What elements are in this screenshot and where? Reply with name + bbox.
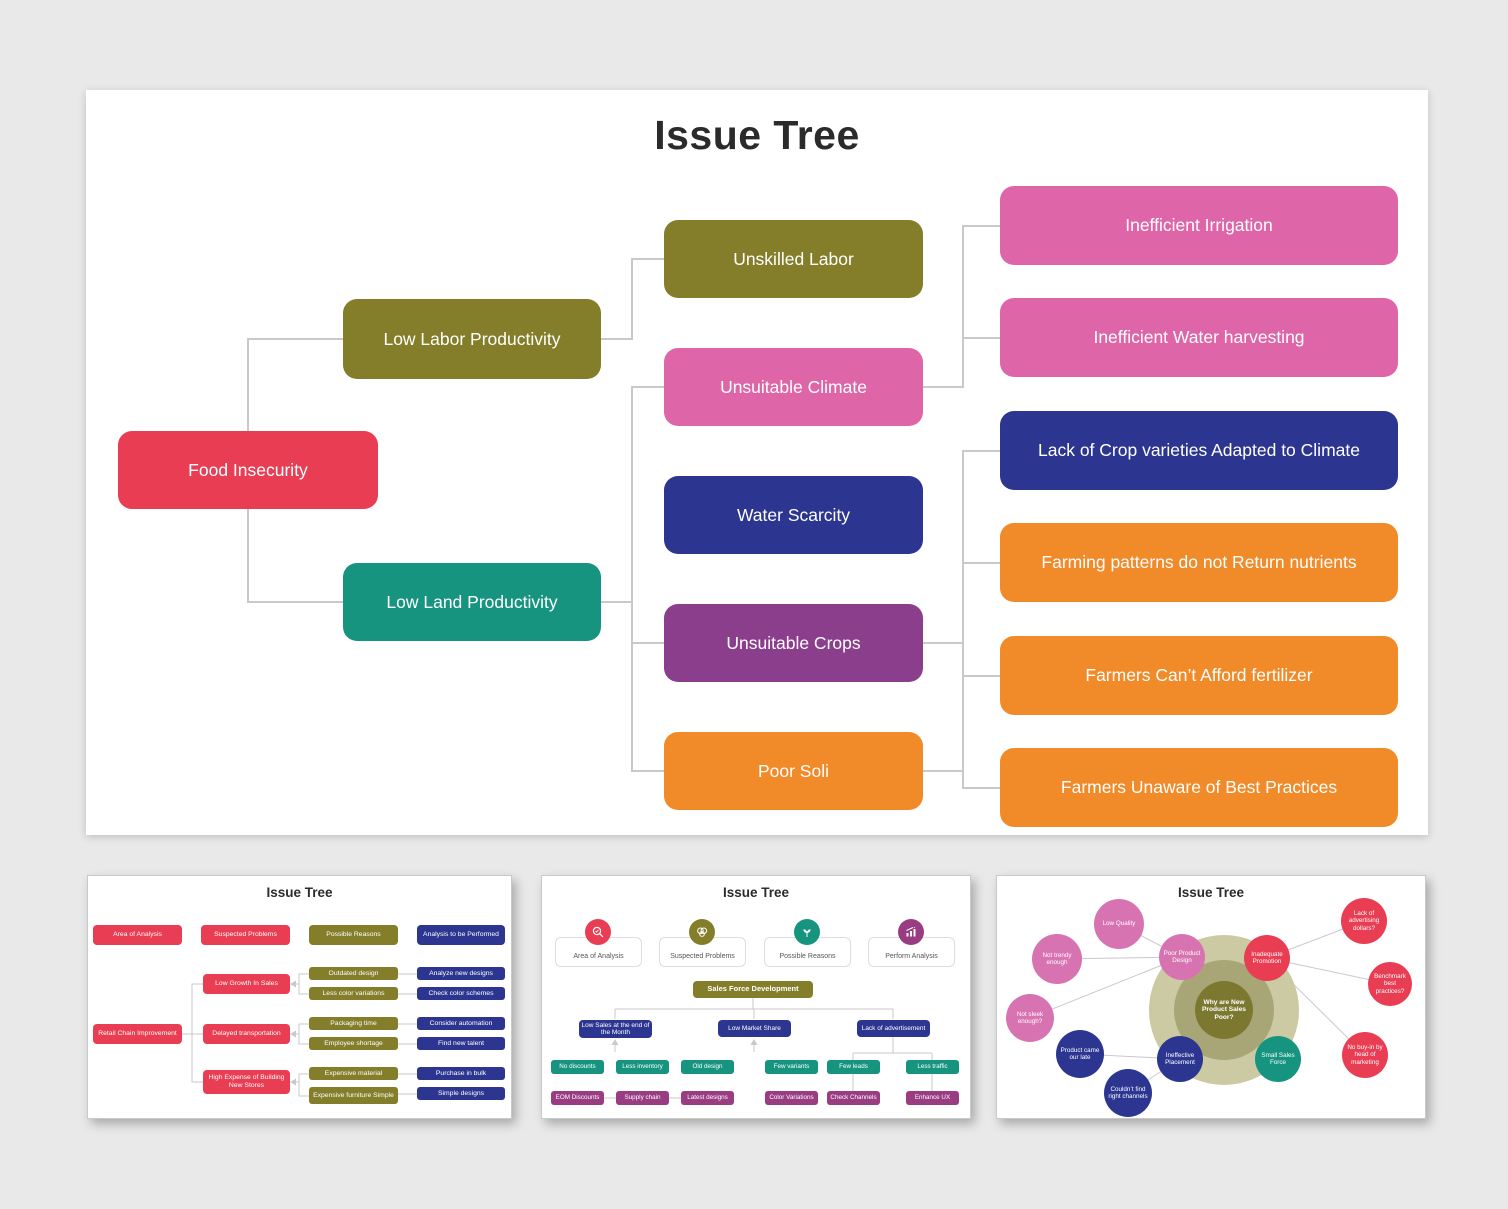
node-check-color-schemes: Check color schemes <box>417 987 505 1000</box>
node-old-design: Old design <box>681 1060 734 1074</box>
bubble-lack-of-advertising-dollars: Lack of advertising dollars? <box>1341 898 1387 944</box>
header-suspected-problems: Suspected Problems <box>201 925 290 945</box>
node-enhance-ux: Enhance UX <box>906 1091 959 1105</box>
node-farmers-unaware-best-practices: Farmers Unaware of Best Practices <box>1000 748 1398 827</box>
node-farmers-cant-afford-fertilizer: Farmers Can’t Afford fertilizer <box>1000 636 1398 715</box>
card-label: Suspected Problems <box>670 953 735 960</box>
card-label: Possible Reasons <box>779 953 836 960</box>
node-few-leads: Few leads <box>827 1060 880 1074</box>
node-eom-discounts: EOM Discounts <box>551 1091 604 1105</box>
node-expensive-furniture: Expensive furniture Simple <box>309 1087 398 1104</box>
node-find-new-talent: Find new talent <box>417 1037 505 1050</box>
thumb-title: Issue Tree <box>266 885 333 900</box>
bubble-no-buy-in-marketing: No buy-in by head of marketing <box>1342 1032 1388 1078</box>
bubble-poor-product-design: Poor Product Design <box>1159 934 1205 980</box>
node-farming-patterns: Farming patterns do not Return nutrients <box>1000 523 1398 602</box>
node-inefficient-water-harvesting: Inefficient Water harvesting <box>1000 298 1398 377</box>
node-low-sales-end-of-month: Low Sales at the end of the Month <box>579 1020 652 1038</box>
node-lack-of-advertisement: Lack of advertisement <box>857 1020 930 1037</box>
node-poor-soil: Poor Soli <box>664 732 923 810</box>
brain-icon <box>689 919 715 945</box>
bubble-benchmark-best-practices: Benchmark best practices? <box>1368 962 1412 1006</box>
node-analyze-new-designs: Analyze new designs <box>417 967 505 980</box>
node-no-discounts: No discounts <box>551 1060 604 1074</box>
main-slide: Issue Tree Food Insecurity Low Labor Pro… <box>86 90 1428 835</box>
card-perform-analysis: Perform Analysis <box>868 937 955 967</box>
thumbnail-bubble-issue-tree[interactable]: Issue Tree Why are New Product Sales Poo… <box>996 875 1426 1119</box>
thumb-title: Issue Tree <box>1177 885 1245 900</box>
node-consider-automation: Consider automation <box>417 1017 505 1030</box>
bubble-not-sleek-enough: Not sleek enough? <box>1006 994 1054 1042</box>
node-less-traffic: Less traffic <box>906 1060 959 1074</box>
header-analysis-to-be-performed: Analysis to be Performed <box>417 925 505 945</box>
bubble-low-quality: Low Quality <box>1094 899 1144 949</box>
header-possible-reasons: Possible Reasons <box>309 925 398 945</box>
node-latest-designs: Latest designs <box>681 1091 734 1105</box>
node-expensive-material: Expensive material <box>309 1067 398 1080</box>
node-water-scarcity: Water Scarcity <box>664 476 923 554</box>
node-high-expense-building: High Expense of Building New Stores <box>203 1070 290 1094</box>
node-unsuitable-crops: Unsuitable Crops <box>664 604 923 682</box>
bubble-inadequate-promotion: Inadequate Promotion <box>1244 935 1290 981</box>
plant-icon <box>794 919 820 945</box>
node-packaging-time: Packaging time <box>309 1017 398 1030</box>
thumbnail-retail-issue-tree[interactable]: Issue Tree Area of Analysis Suspected Pr… <box>87 875 512 1119</box>
node-unskilled-labor: Unskilled Labor <box>664 220 923 298</box>
bar-chart-icon <box>898 919 924 945</box>
node-few-variants: Few variants <box>765 1060 818 1074</box>
node-employee-shortage: Employee shortage <box>309 1037 398 1050</box>
node-food-insecurity: Food Insecurity <box>118 431 378 509</box>
node-inefficient-irrigation: Inefficient Irrigation <box>1000 186 1398 265</box>
node-purchase-in-bulk: Purchase in bulk <box>417 1067 505 1080</box>
magnifier-icon <box>585 919 611 945</box>
node-simple-designs: Simple designs <box>417 1087 505 1100</box>
node-less-inventory: Less inventory <box>616 1060 669 1074</box>
bubble-ineffective-placement: Ineffective Placement <box>1157 1036 1203 1082</box>
node-less-color-variations: Less color variations <box>309 987 398 1000</box>
node-retail-chain-improvement: Retail Chain Improvement <box>93 1024 182 1044</box>
node-low-growth-in-sales: Low Growth In Sales <box>203 974 290 994</box>
node-low-labor-productivity: Low Labor Productivity <box>343 299 601 379</box>
node-outdated-design: Outdated design <box>309 967 398 980</box>
bubble-product-came-late: Product came our late <box>1056 1030 1104 1078</box>
node-color-variations: Color Variations <box>765 1091 818 1105</box>
header-area-of-analysis: Area of Analysis <box>93 925 182 945</box>
node-sales-force-development: Sales Force Development <box>693 981 813 998</box>
connector-lines <box>604 998 933 1099</box>
card-label: Perform Analysis <box>885 953 938 960</box>
bubble-couldnt-find-channels: Couldn’t find right channels <box>1104 1069 1152 1117</box>
bubble-small-sales-force: Small Sales Force <box>1255 1036 1301 1082</box>
node-supply-chain: Supply chain <box>616 1091 669 1105</box>
connector-lines <box>182 973 417 1097</box>
center-question: Why are New Product Sales Poor? <box>1195 981 1253 1039</box>
node-unsuitable-climate: Unsuitable Climate <box>664 348 923 426</box>
page-title: Issue Tree <box>654 112 860 158</box>
bubble-not-trendy-enough: Not trendy enough <box>1032 934 1082 984</box>
node-low-land-productivity: Low Land Productivity <box>343 563 601 641</box>
node-check-channels: Check Channels <box>827 1091 880 1105</box>
node-low-market-share: Low Market Share <box>718 1020 791 1037</box>
card-label: Area of Analysis <box>573 953 624 960</box>
node-lack-of-crop-varieties: Lack of Crop varieties Adapted to Climat… <box>1000 411 1398 490</box>
thumb-title: Issue Tree <box>722 885 790 900</box>
node-delayed-transportation: Delayed transportation <box>203 1024 290 1044</box>
connector-lines <box>247 225 1000 789</box>
thumbnail-sales-issue-tree[interactable]: Issue Tree Area of Analysis Suspected Pr… <box>541 875 971 1119</box>
